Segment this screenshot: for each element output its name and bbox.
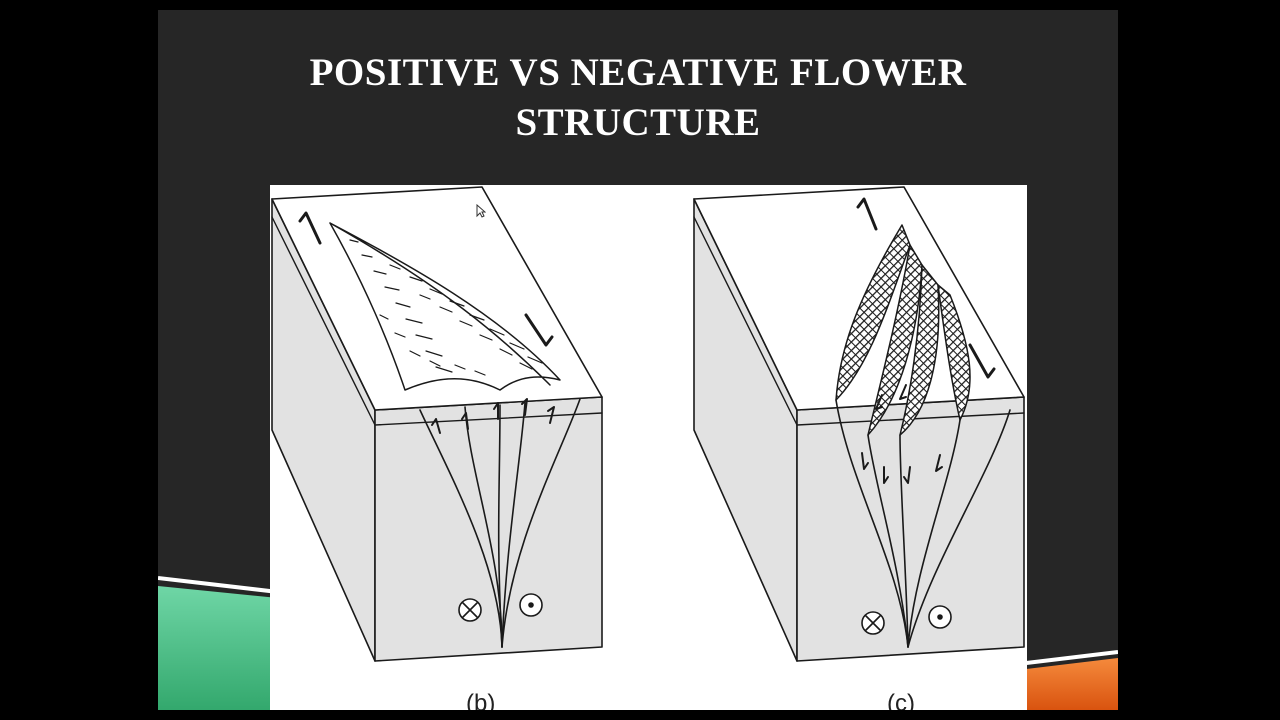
- negative-flower-sense-arrows: [861, 384, 943, 484]
- into-page-symbol-icon: [861, 611, 885, 635]
- figure-panel: (b) (c): [270, 185, 1027, 710]
- pop-up-striations: [349, 239, 543, 376]
- sense-arrow-icon: [524, 313, 554, 347]
- orange-accent-shape: [1018, 658, 1118, 710]
- title-line-2: STRUCTURE: [515, 101, 761, 144]
- green-accent-edge: [158, 576, 279, 594]
- sense-arrow-icon: [968, 343, 996, 379]
- title-line-1: POSITIVE VS NEGATIVE FLOWER: [309, 51, 967, 94]
- sense-arrow-icon: [298, 211, 322, 245]
- positive-flower-faults: [419, 398, 581, 648]
- orange-accent-edge: [1017, 650, 1118, 666]
- slide: POSITIVE VS NEGATIVE FLOWER STRUCTURE: [158, 10, 1118, 710]
- positive-flower-sense-arrows: [431, 398, 555, 434]
- block-c-surface-layer: [693, 216, 1025, 426]
- into-page-symbol-icon: [458, 598, 482, 622]
- sense-arrow-icon: [856, 197, 878, 231]
- flower-structure-diagrams: [271, 186, 1025, 662]
- negative-flower-faults: [835, 399, 1011, 648]
- green-accent-shape: [158, 586, 278, 710]
- block-b-front-face: [374, 396, 603, 662]
- block-b-surface-layer: [271, 216, 603, 426]
- out-of-page-symbol-icon: [519, 593, 543, 617]
- out-of-page-symbol-icon: [928, 605, 952, 629]
- slide-title: POSITIVE VS NEGATIVE FLOWER STRUCTURE: [158, 48, 1118, 148]
- caption-c: (c): [887, 690, 915, 710]
- positive-flower-block: [271, 186, 603, 662]
- block-c-top-face: [693, 186, 1025, 411]
- pop-up-outline: [329, 222, 561, 391]
- negative-flower-block: [693, 186, 1025, 662]
- caption-b: (b): [466, 690, 496, 710]
- corner-accents: [158, 576, 1118, 710]
- cursor-icon: [476, 204, 486, 218]
